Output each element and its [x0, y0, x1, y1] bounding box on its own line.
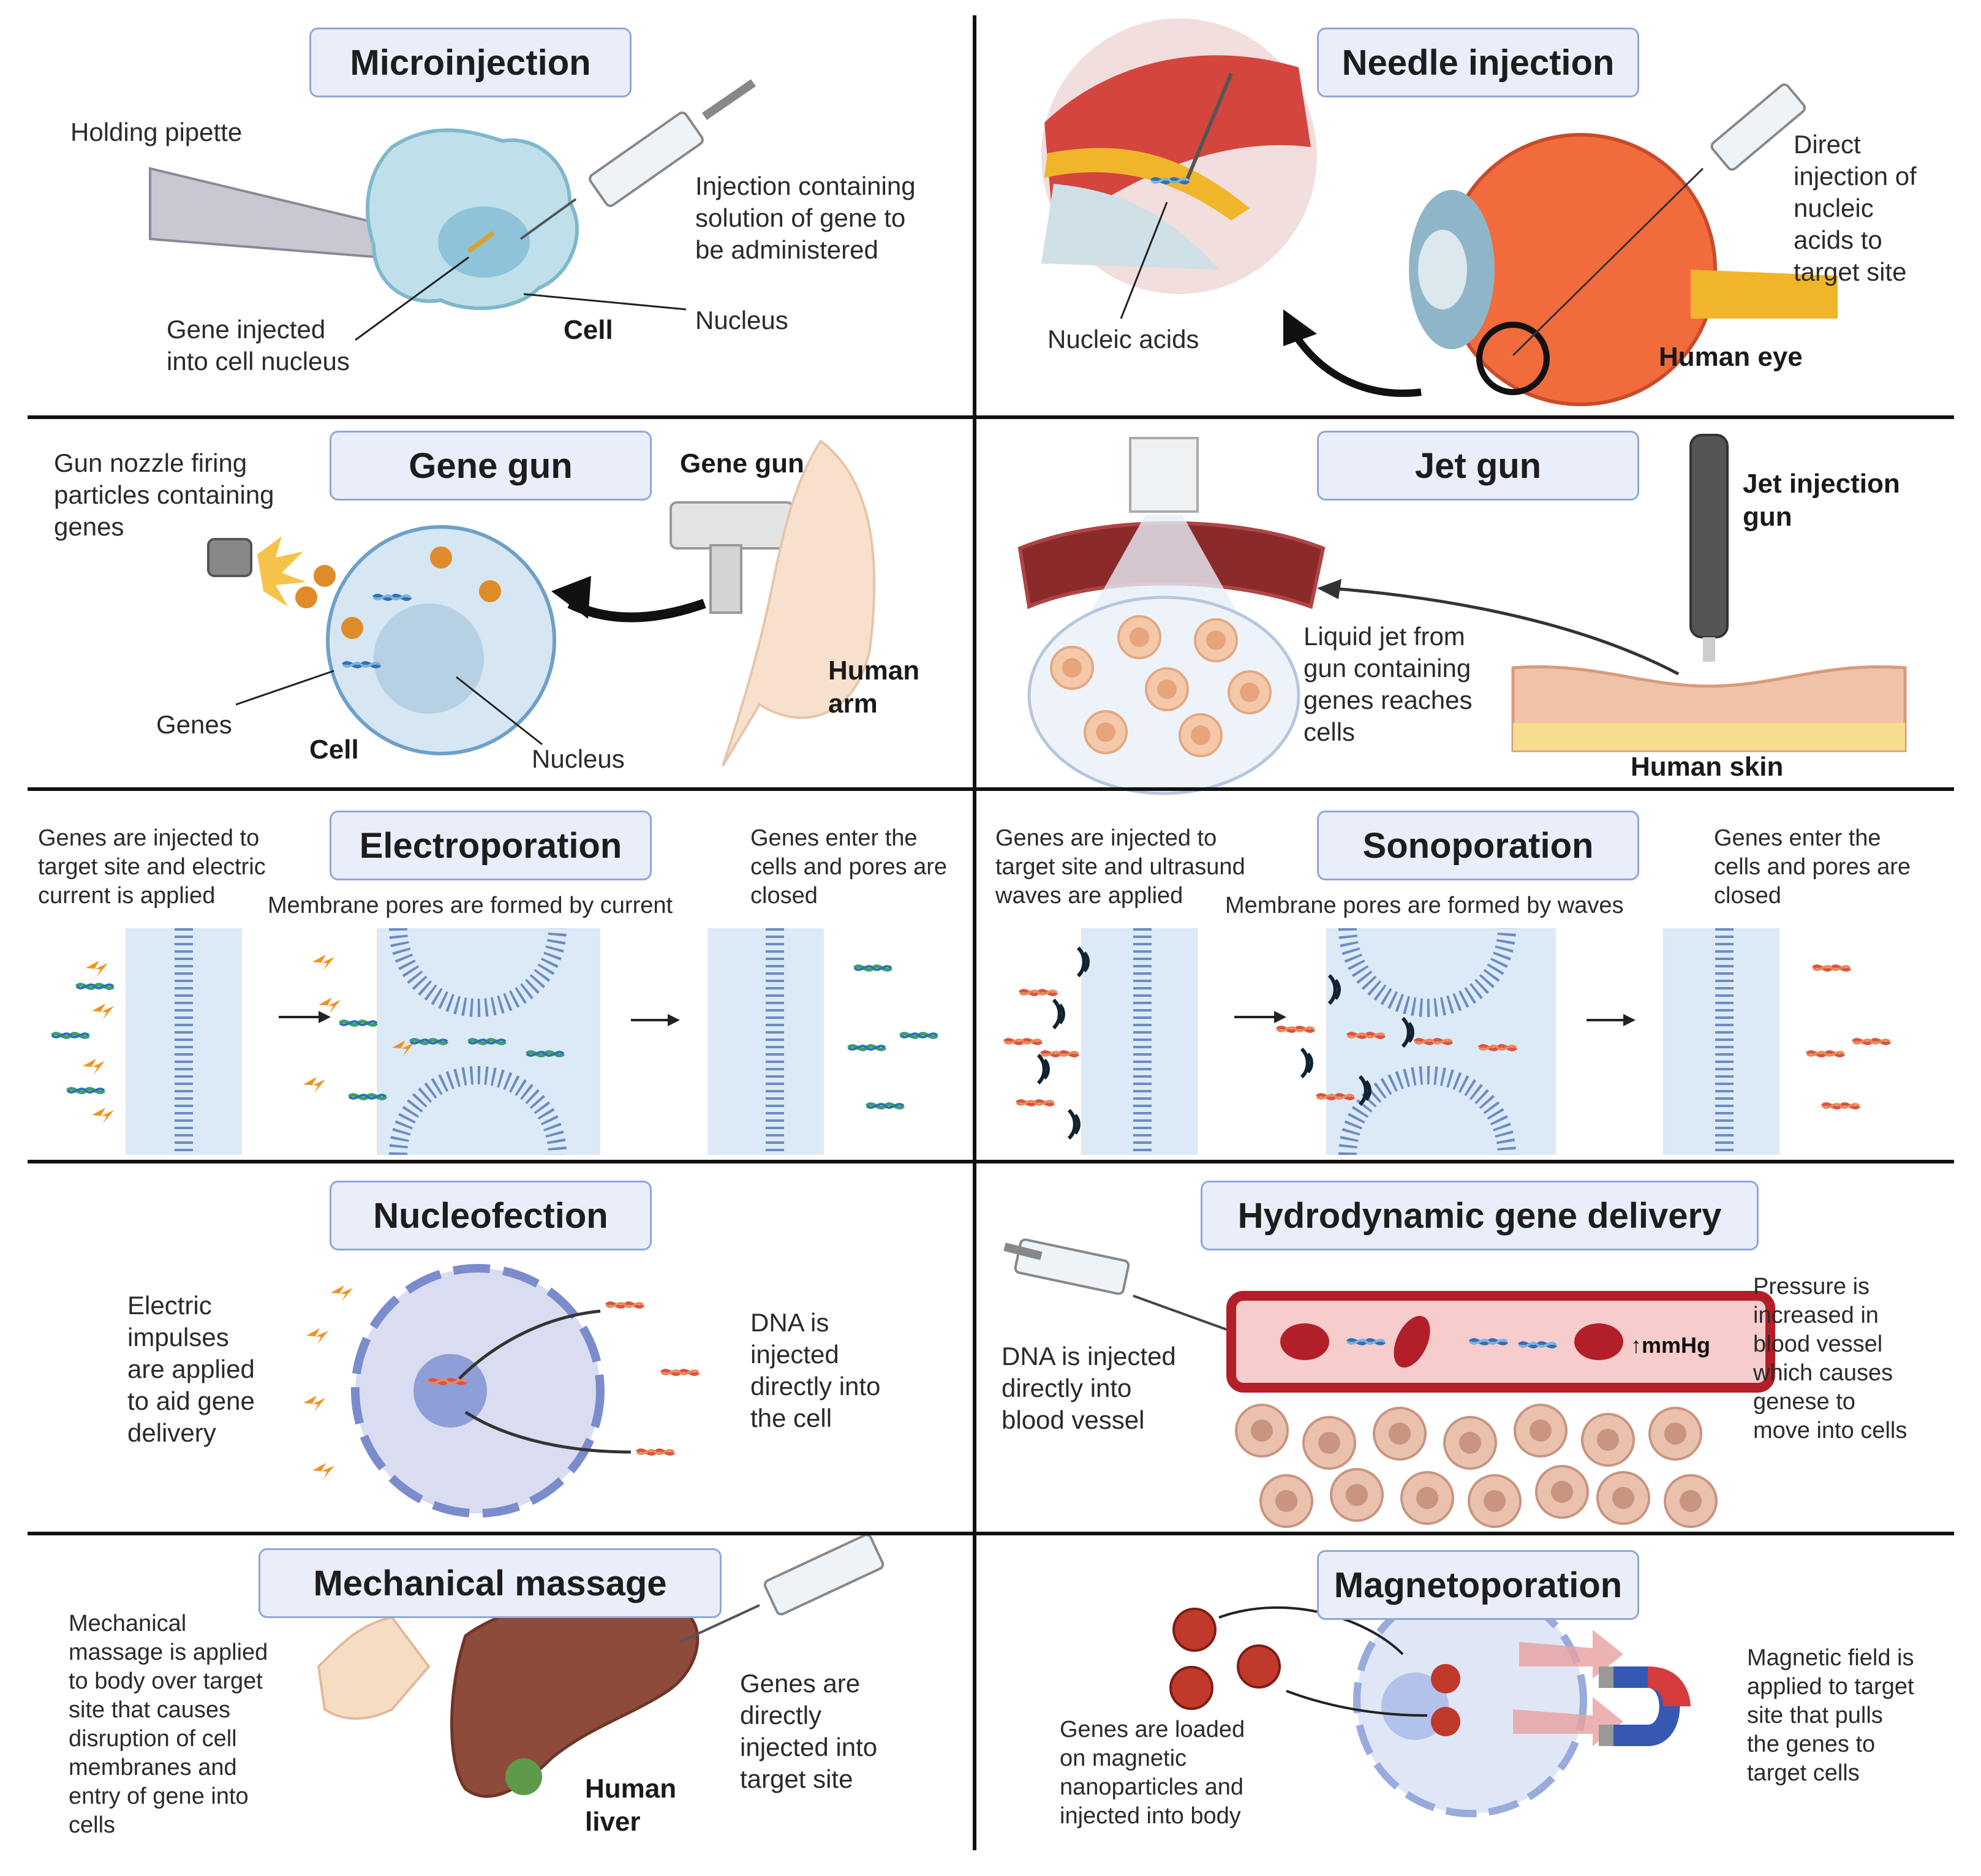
label-hydro-right: Pressure is increased in blood vessel wh… [1753, 1274, 1907, 1443]
label-nucleofection-left: Electric impulses are applied to aid gen… [127, 1291, 255, 1447]
label-mmhg: ↑mmHg [1631, 1333, 1711, 1358]
label-liquid-jet: Liquid jet from gun containing genes rea… [1304, 622, 1473, 746]
syringe-icon [1512, 83, 1806, 357]
label-sono-step1: Genes are injected to target site and ul… [995, 825, 1245, 909]
label-magneto-left: Genes are loaded on magnetic nanoparticl… [1060, 1717, 1245, 1829]
label-direct-injection: Direct injection of nucleic acids to tar… [1794, 130, 1917, 286]
panel-title-sonoporation: Sonoporation [1317, 811, 1639, 880]
label-nucleus: Nucleus [695, 306, 788, 335]
panel-title-electroporation: Electroporation [330, 811, 652, 880]
holding-pipette [149, 167, 381, 259]
label-injection-solution: Injection containing solution of gene to… [695, 172, 916, 264]
magnet-icon [1599, 1666, 1691, 1746]
grid-line-vertical [973, 15, 976, 1850]
label-gun-nozzle: Gun nozzle firing particles containing g… [54, 448, 274, 541]
label-magneto-right: Magnetic field is applied to target site… [1747, 1645, 1914, 1786]
label-genes: Genes [156, 710, 232, 739]
syringe-icon [679, 1534, 885, 1643]
label-nucleofection-right: DNA is injected directly into the cell [750, 1308, 881, 1432]
label-gene-gun-cell: Cell [309, 735, 359, 765]
label-human-eye: Human eye [1659, 342, 1803, 372]
label-human-skin: Human skin [1631, 752, 1784, 782]
panel-title-needle-injection: Needle injection [1317, 28, 1639, 97]
label-hydro-left: DNA is injected directly into blood vess… [1002, 1342, 1176, 1434]
grid-line-row3 [28, 1160, 1954, 1163]
eye [1409, 133, 1838, 406]
label-massage-left: Mechanical massage is applied to body ov… [69, 1611, 268, 1838]
grid-line-row2 [28, 787, 1954, 791]
label-nucleic-acids: Nucleic acids [1047, 325, 1199, 354]
label-gene-injected: Gene injected into cell nucleus [167, 315, 350, 376]
panel-title-magnetoporation: Magnetoporation [1317, 1550, 1639, 1620]
panel-title-nucleofection: Nucleofection [330, 1181, 652, 1250]
panel-title-gene-gun: Gene gun [330, 431, 652, 501]
grid-line-row4 [28, 1532, 1954, 1535]
panel-title-jet-gun: Jet gun [1317, 431, 1639, 501]
label-human-arm: Human arm [828, 656, 920, 719]
label-sono-step3: Genes enter the cells and pores are clos… [1714, 825, 1911, 909]
label-massage-right: Genes are directly injected into target … [740, 1669, 878, 1793]
label-sono-step2: Membrane pores are formed by waves [1225, 893, 1624, 918]
label-electro-step2: Membrane pores are formed by current [268, 893, 673, 918]
label-electro-step1: Genes are injected to target site and el… [38, 825, 266, 909]
syringe-icon [519, 79, 756, 240]
label-holding-pipette: Holding pipette [70, 118, 243, 146]
label-electro-step3: Genes enter the cells and pores are clos… [750, 825, 948, 909]
grid-line-row1 [28, 415, 1954, 419]
label-gene-gun-device: Gene gun [680, 448, 804, 478]
label-cell: Cell [564, 315, 613, 345]
panel-title-microinjection: Microinjection [309, 28, 632, 97]
panel-title-mechanical-massage: Mechanical massage [258, 1548, 722, 1618]
label-gene-gun-nucleus: Nucleus [532, 744, 625, 773]
label-jet-injection-gun: Jet injection gun [1743, 469, 1900, 532]
panel-title-hydrodynamic: Hydrodynamic gene delivery [1201, 1181, 1759, 1250]
label-human-liver: Human liver [585, 1774, 677, 1837]
